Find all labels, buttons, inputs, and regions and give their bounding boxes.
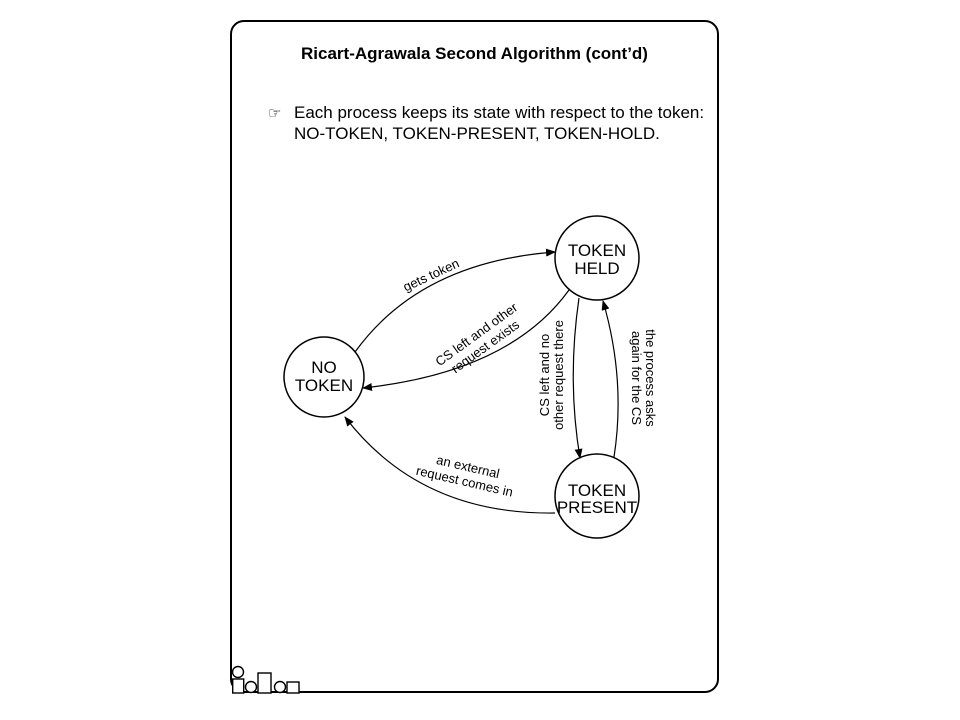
bullet-line-1: Each process keeps its state with respec… — [294, 103, 705, 122]
label-cs-left-no-other-2: other request there — [551, 320, 566, 430]
arrow-external-request — [344, 416, 556, 514]
label-process-asks-again-1: the process asks — [643, 329, 658, 427]
state-token-present-label-1: TOKEN — [568, 481, 626, 500]
state-no-token-label-1: NO — [311, 358, 337, 377]
label-process-asks-again: the process asks again for the CS — [629, 329, 658, 427]
state-no-token-label-2: TOKEN — [295, 376, 353, 395]
state-token-held-label-2: HELD — [574, 259, 619, 278]
state-no-token: NO TOKEN — [283, 336, 365, 418]
label-process-asks-again-2: again for the CS — [629, 331, 644, 425]
arrow-cs-left-no-other — [572, 297, 583, 459]
state-token-present: TOKEN PRESENT — [554, 453, 640, 539]
state-token-held: TOKEN HELD — [554, 215, 640, 301]
state-token-held-circle — [554, 215, 640, 301]
state-token-held-label-1: TOKEN — [568, 241, 626, 260]
arrow-gets-token — [354, 248, 556, 353]
label-cs-left-no-other: CS left and no other request there — [537, 320, 566, 430]
label-external-request: an external request comes in — [415, 452, 515, 500]
pointing-hand-icon: ☞ — [268, 105, 282, 122]
bullet-line-2: NO-TOKEN, TOKEN-PRESENT, TOKEN-HOLD. — [294, 124, 660, 143]
state-token-present-circle — [554, 453, 640, 539]
shapes-logo-icon — [232, 665, 300, 694]
state-no-token-circle — [283, 336, 365, 418]
state-token-present-label-2: PRESENT — [557, 498, 637, 517]
label-cs-left-no-other-1: CS left and no — [537, 334, 552, 416]
arrow-cs-left-other-exists — [362, 289, 570, 392]
bullet-text: Each process keeps its state with respec… — [294, 102, 714, 144]
arrow-process-asks-again — [601, 300, 619, 458]
slide-title: Ricart-Agrawala Second Algorithm (cont’d… — [301, 44, 648, 63]
